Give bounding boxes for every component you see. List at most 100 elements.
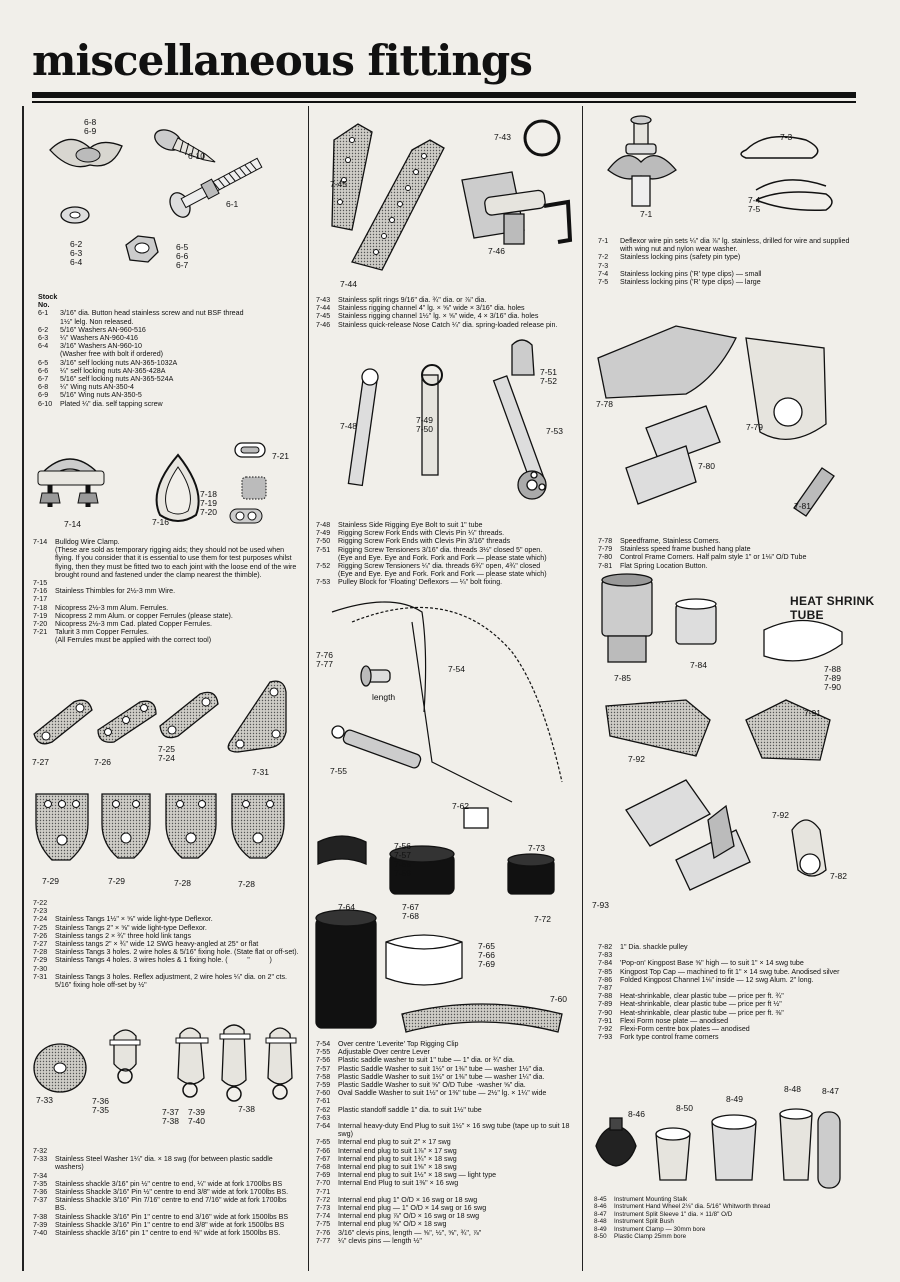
fig-label: 7-59 — [394, 868, 412, 878]
stock-code: 6-8 — [38, 383, 49, 392]
fig-label: 7-90 — [824, 682, 842, 692]
item-description: with wing nut and nylon wear washer. — [620, 245, 738, 254]
item-description: Control Frame Corners. Half palm style 1… — [620, 553, 807, 562]
fig-label: 7-76 — [316, 650, 334, 660]
stock-code: 7-89 — [598, 1000, 613, 1009]
item-description: Stainless shackle 3/16" pin ½" centre to… — [55, 1179, 283, 1188]
stock-code — [33, 981, 55, 989]
fig-label: 7-79 — [746, 422, 764, 432]
stock-code: 7-67 — [316, 1154, 331, 1163]
fig-label: 7-80 — [698, 461, 716, 471]
fig-label: 7-84 — [690, 660, 708, 670]
leverite-illustration — [331, 601, 563, 803]
kingpost-illustration — [601, 573, 843, 891]
item-description: Rigging Screw Fork Ends with Clevis Pin … — [338, 537, 511, 546]
stock-code: 7-64 — [316, 1122, 331, 1131]
list-item: BS. — [33, 1204, 305, 1212]
item-description: Rigging Screw Tensioners 3/16" dia. thre… — [338, 545, 543, 554]
stock-code: 7-53 — [316, 578, 331, 587]
fig-label: 7-28 — [174, 878, 192, 888]
item-description — [55, 965, 305, 973]
item-description: Deflexor wire pin sets ¼" dia ⅞" lg. sta… — [620, 237, 850, 245]
item-description: Stainless Tangs 2" × ⅝" wide light-type … — [55, 923, 207, 932]
item-description: Stainless Steel Washer 1¼" dia. × 18 swg… — [55, 1155, 273, 1164]
stock-code — [33, 563, 55, 571]
stock-code: 7-93 — [598, 1033, 613, 1042]
fig-label: 7-81 — [794, 501, 812, 511]
fig-label: 7-3 — [780, 132, 793, 142]
list-item: 7-17 — [33, 595, 303, 603]
pins-illustration — [607, 115, 833, 212]
item-description: Instrument Clamp — 30mm bore — [614, 1225, 706, 1233]
list-item: flying, then they must be fitted two to … — [33, 563, 303, 571]
fig-label: 7-73 — [528, 843, 546, 853]
fig-label: 7-46 — [488, 246, 506, 256]
stock-code: 7-46 — [316, 320, 331, 329]
item-description: 3/16" clevis pins, length — ⅝", ½", ⅝", … — [338, 1228, 482, 1237]
item-description: 'Pop-on' Kingpost Base ⅝" high — to suit… — [620, 959, 804, 968]
stock-no-heading: No. — [38, 301, 50, 310]
fig-label: 8-49 — [726, 1094, 744, 1104]
fig-label: 7-40 — [188, 1116, 206, 1126]
item-description: Stainless shackle 3/16" pin 1" centre to… — [55, 1229, 281, 1238]
fig-label: 7-78 — [596, 399, 614, 409]
item-description: (All Ferrules must be applied with the c… — [55, 636, 212, 645]
fig-label: 7-82 — [830, 871, 848, 881]
fig-label: 7-19 — [200, 498, 218, 508]
item-description — [55, 907, 305, 915]
stock-code: 7-65 — [316, 1138, 331, 1147]
stock-code: 7-15 — [33, 579, 48, 588]
item-description: ¼" Wing nuts AN-350-4 — [60, 383, 134, 392]
stock-code: 7-56 — [316, 1056, 331, 1065]
stock-code: 7-2 — [598, 253, 609, 262]
fig-label: 7-33 — [36, 1095, 54, 1105]
item-description: Heat-shrinkable, clear plastic tube — pr… — [620, 1008, 784, 1017]
item-description: ¼" clevis pins — length ½" — [338, 1236, 422, 1245]
item-description — [55, 1172, 305, 1180]
item-description: washers) — [55, 1163, 84, 1172]
list-item: 7-3 — [598, 262, 860, 270]
list-item: (Washer free with bolt if ordered) — [38, 350, 304, 358]
stock-code: 7-26 — [33, 931, 48, 940]
stock-code — [33, 1204, 55, 1212]
item-description: Internal end plug to suit 1⅞" × 17 swg — [338, 1146, 457, 1155]
item-description: Nicopress 2 mm Alum. or copper Ferrules … — [55, 611, 233, 620]
item-description: Internal end plug ⅝" O/D × 18 swg — [338, 1220, 447, 1229]
item-description: 5/16" Washers AN-960-516 — [60, 325, 146, 334]
stock-code: 7-51 — [316, 545, 331, 554]
item-description: Talurit 3 mm Copper Ferrules. — [55, 628, 149, 637]
item-description: Stainless locking pins ('R' type clips) … — [620, 278, 761, 287]
item-description — [55, 579, 303, 587]
item-description: Flexi Form nose plate — anodised — [620, 1016, 729, 1025]
item-description: 3/16" dia. Button head stainless screw a… — [60, 309, 244, 318]
item-description: Internal end plug to suit 2" × 17 swg — [338, 1138, 451, 1147]
stock-code — [33, 546, 55, 554]
item-description — [55, 899, 305, 907]
stock-code: 7-85 — [598, 967, 613, 976]
fig-label: 6-3 — [70, 248, 83, 258]
item-description: 1" Dia. shackle pulley — [620, 943, 688, 951]
tangs-illustration — [33, 680, 287, 861]
fig-label: 7-89 — [824, 673, 842, 683]
fig-label: 7-4 — [748, 195, 761, 205]
